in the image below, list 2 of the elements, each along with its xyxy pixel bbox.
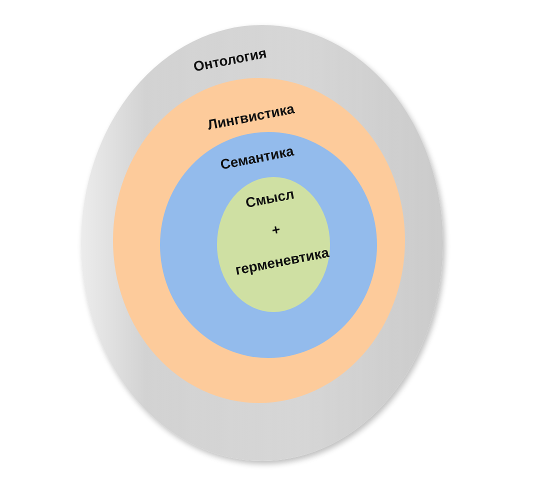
ring-label: Семантика — [218, 142, 296, 174]
ring-label: Онтология — [191, 44, 269, 76]
